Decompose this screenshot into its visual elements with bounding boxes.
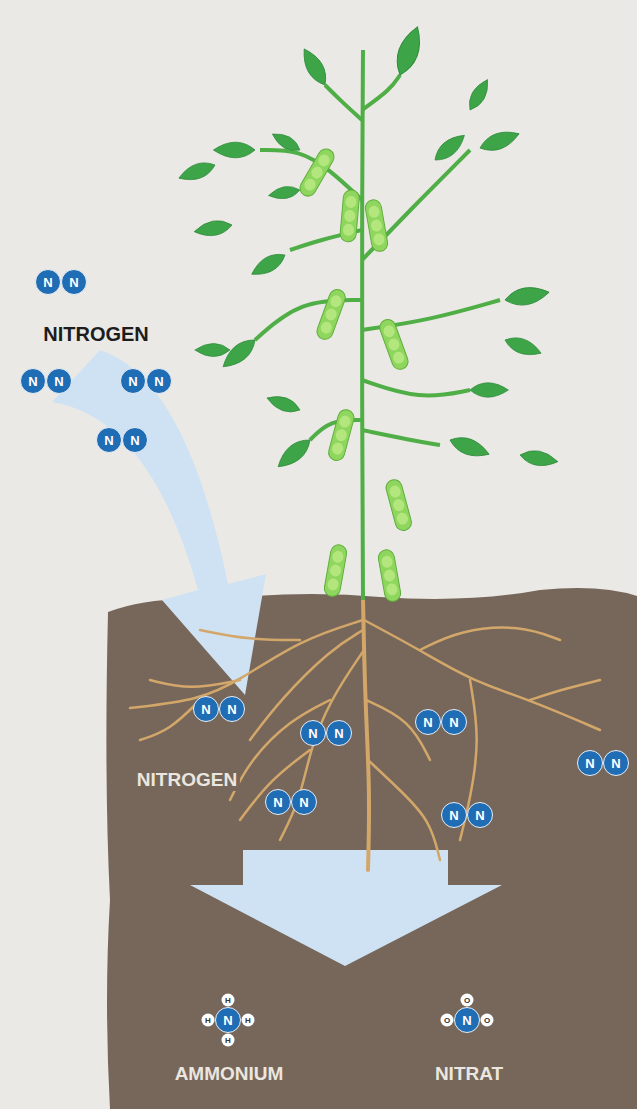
atom-symbol: N: [415, 709, 441, 735]
leaf: [273, 434, 315, 473]
seed-pod: [315, 287, 348, 341]
atom-symbol: N: [454, 1007, 480, 1033]
leaf: [267, 184, 301, 201]
atom-symbol: H: [222, 994, 235, 1007]
leaf: [269, 129, 303, 155]
atom-symbol: O: [461, 994, 474, 1007]
atom-symbol: N: [603, 750, 629, 776]
atom-symbol: H: [202, 1014, 215, 1027]
atom-symbol: N: [20, 368, 46, 394]
roots: [130, 598, 600, 870]
atom-symbol: N: [96, 427, 122, 453]
leaf: [195, 343, 230, 356]
leaf: [447, 433, 491, 462]
root: [364, 620, 600, 730]
atom-symbol: N: [300, 720, 326, 746]
root: [230, 700, 330, 800]
atom-symbol: N: [291, 789, 317, 815]
root: [150, 680, 240, 687]
seed-pod: [377, 549, 402, 603]
atom-symbol: N: [193, 696, 219, 722]
atom-symbol: N: [61, 269, 87, 295]
leaf: [470, 383, 508, 397]
atom-symbol: N: [326, 720, 352, 746]
leaf: [213, 142, 255, 158]
leaf: [391, 24, 427, 79]
compound-label: NITRAT: [432, 1063, 506, 1085]
root: [280, 650, 364, 840]
atom-symbol: N: [441, 802, 467, 828]
atom-symbol: O: [441, 1014, 454, 1027]
atom-symbol: O: [481, 1014, 494, 1027]
seed-pod: [377, 317, 410, 371]
soybean-plant: [176, 24, 559, 603]
seed-pod: [339, 189, 359, 242]
seed-pod: [384, 478, 413, 532]
stem: [362, 150, 470, 260]
atom-symbol: N: [441, 709, 467, 735]
leaf: [265, 392, 303, 416]
atom-symbol: N: [219, 696, 245, 722]
leaf: [248, 249, 288, 281]
compound-label: NITROGEN: [134, 769, 240, 791]
root: [420, 628, 560, 650]
leaf: [519, 448, 559, 469]
root: [140, 700, 200, 740]
leaf: [464, 76, 493, 113]
stem: [360, 50, 365, 600]
seed-pod: [297, 146, 337, 199]
compound-label: AMMONIUM: [172, 1063, 287, 1085]
atom-symbol: N: [122, 427, 148, 453]
leaf: [430, 130, 469, 166]
stem: [255, 300, 362, 340]
leaf: [176, 158, 217, 185]
root: [130, 620, 363, 708]
root: [368, 760, 440, 860]
stem: [362, 75, 400, 110]
root: [200, 630, 300, 640]
molecule-label: NITROGEN: [43, 323, 149, 346]
leaf: [297, 45, 331, 89]
atom-symbol: N: [577, 750, 603, 776]
atom-symbol: N: [215, 1007, 241, 1033]
down-arrow: [190, 850, 502, 966]
air-arrow: [52, 350, 266, 695]
atom-symbol: N: [265, 789, 291, 815]
atom-symbol: N: [35, 269, 61, 295]
soil: [106, 588, 637, 1109]
root: [530, 680, 600, 700]
seed-pod: [323, 544, 348, 598]
seed-pod: [364, 199, 389, 253]
root: [363, 598, 369, 870]
leaf: [477, 126, 521, 155]
atom-symbol: N: [146, 368, 172, 394]
seed-pod: [327, 408, 356, 462]
atom-symbol: H: [242, 1014, 255, 1027]
atom-symbol: N: [46, 368, 72, 394]
atom-symbol: H: [222, 1034, 235, 1047]
atom-symbol: N: [467, 802, 493, 828]
leaf: [503, 333, 544, 360]
stem: [325, 85, 362, 120]
stem: [362, 430, 440, 445]
atom-symbol: N: [120, 368, 146, 394]
stem: [362, 380, 470, 395]
leaf: [193, 218, 233, 239]
leaf: [504, 284, 551, 308]
